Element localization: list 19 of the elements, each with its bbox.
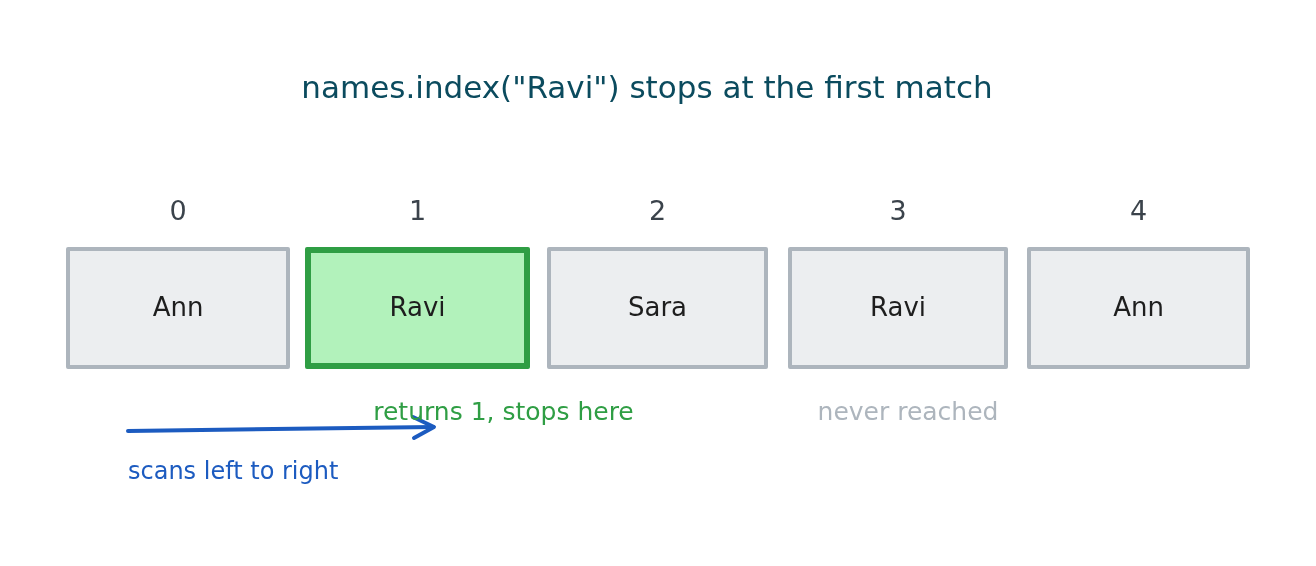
item-text: Ravi [869,293,926,323]
index-number: 2 [648,195,667,227]
note-text: returns 1, stops here [373,398,634,427]
index-number: 3 [889,195,907,227]
item-text: Sara [627,293,688,323]
array-cell [1027,247,1250,369]
arrow-caption: scans left to right [128,458,339,486]
title: names.index("Ravi") stops at the first match [301,70,993,106]
item-text: Ann [1113,293,1164,323]
array-cell [788,247,1008,369]
item-text: Ravi [389,293,446,323]
array-cell [305,247,530,369]
index-number: 0 [169,195,187,227]
array-cell [66,247,290,369]
index-number: 1 [408,195,427,227]
array-cell [547,247,768,369]
note-text: never reached [817,398,999,427]
item-text: Ann [152,293,204,323]
index-number: 4 [1129,195,1148,227]
